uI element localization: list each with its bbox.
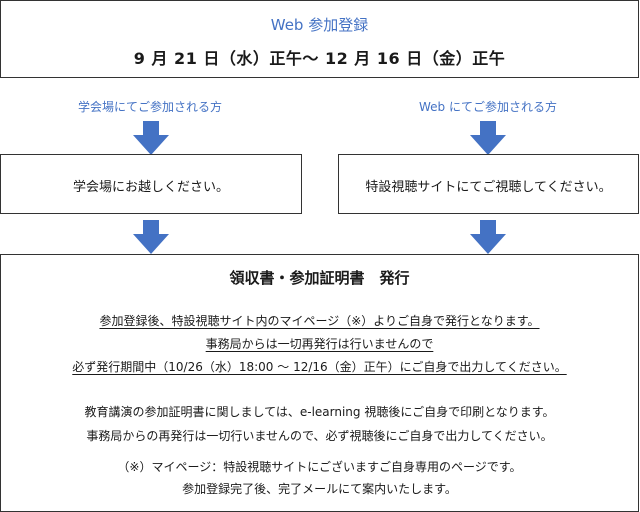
venue-instruction-box: 学会場にお越しください。 (0, 154, 302, 214)
web-instruction-box: 特設視聴サイトにてご視聴してください。 (338, 154, 639, 214)
certificate-heading: 領収書・参加証明書 発行 (229, 269, 410, 287)
education-line: 事務局からの再発行は一切行いませんので、必ず視聴後にご自身で出力してください。 (86, 429, 553, 443)
arrow-down-icon (133, 220, 169, 254)
arrow-down-icon (470, 220, 506, 254)
notice-line: 事務局からは一切再発行は行いませんので (205, 337, 434, 351)
notice-line: 必ず発行期間中（10/26（水）18:00 〜 12/16（金）正午）にご自身で… (72, 360, 567, 374)
registration-title: Web 参加登録 (270, 16, 369, 34)
route-label-web: Web にてご参加される方 (419, 100, 557, 114)
mypage-note: 参加登録完了後、完了メールにて案内いたします。 (182, 482, 457, 496)
notice-line: 参加登録後、特設視聴サイト内のマイページ（※）よりご自身で発行となります。 (99, 314, 540, 328)
mypage-note: （※）マイページ：特設視聴サイトにございますご自身専用のページです。 (117, 460, 522, 474)
arrow-down-icon (133, 121, 169, 155)
venue-instruction: 学会場にお越しください。 (72, 180, 229, 195)
web-instruction: 特設視聴サイトにてご視聴してください。 (365, 180, 612, 195)
certificate-issuance-box: 領収書・参加証明書 発行 参加登録後、特設視聴サイト内のマイページ（※）よりご自… (0, 254, 639, 512)
route-label-venue: 学会場にてご参加される方 (77, 100, 222, 114)
education-line: 教育講演の参加証明書に関しましては、e-learning 視聴後にご自身で印刷と… (84, 405, 555, 419)
registration-period-box: Web 参加登録 9 月 21 日（水）正午〜 12 月 16 日（金）正午 (0, 0, 639, 78)
registration-period: 9 月 21 日（水）正午〜 12 月 16 日（金）正午 (133, 49, 506, 68)
arrow-down-icon (470, 121, 506, 155)
